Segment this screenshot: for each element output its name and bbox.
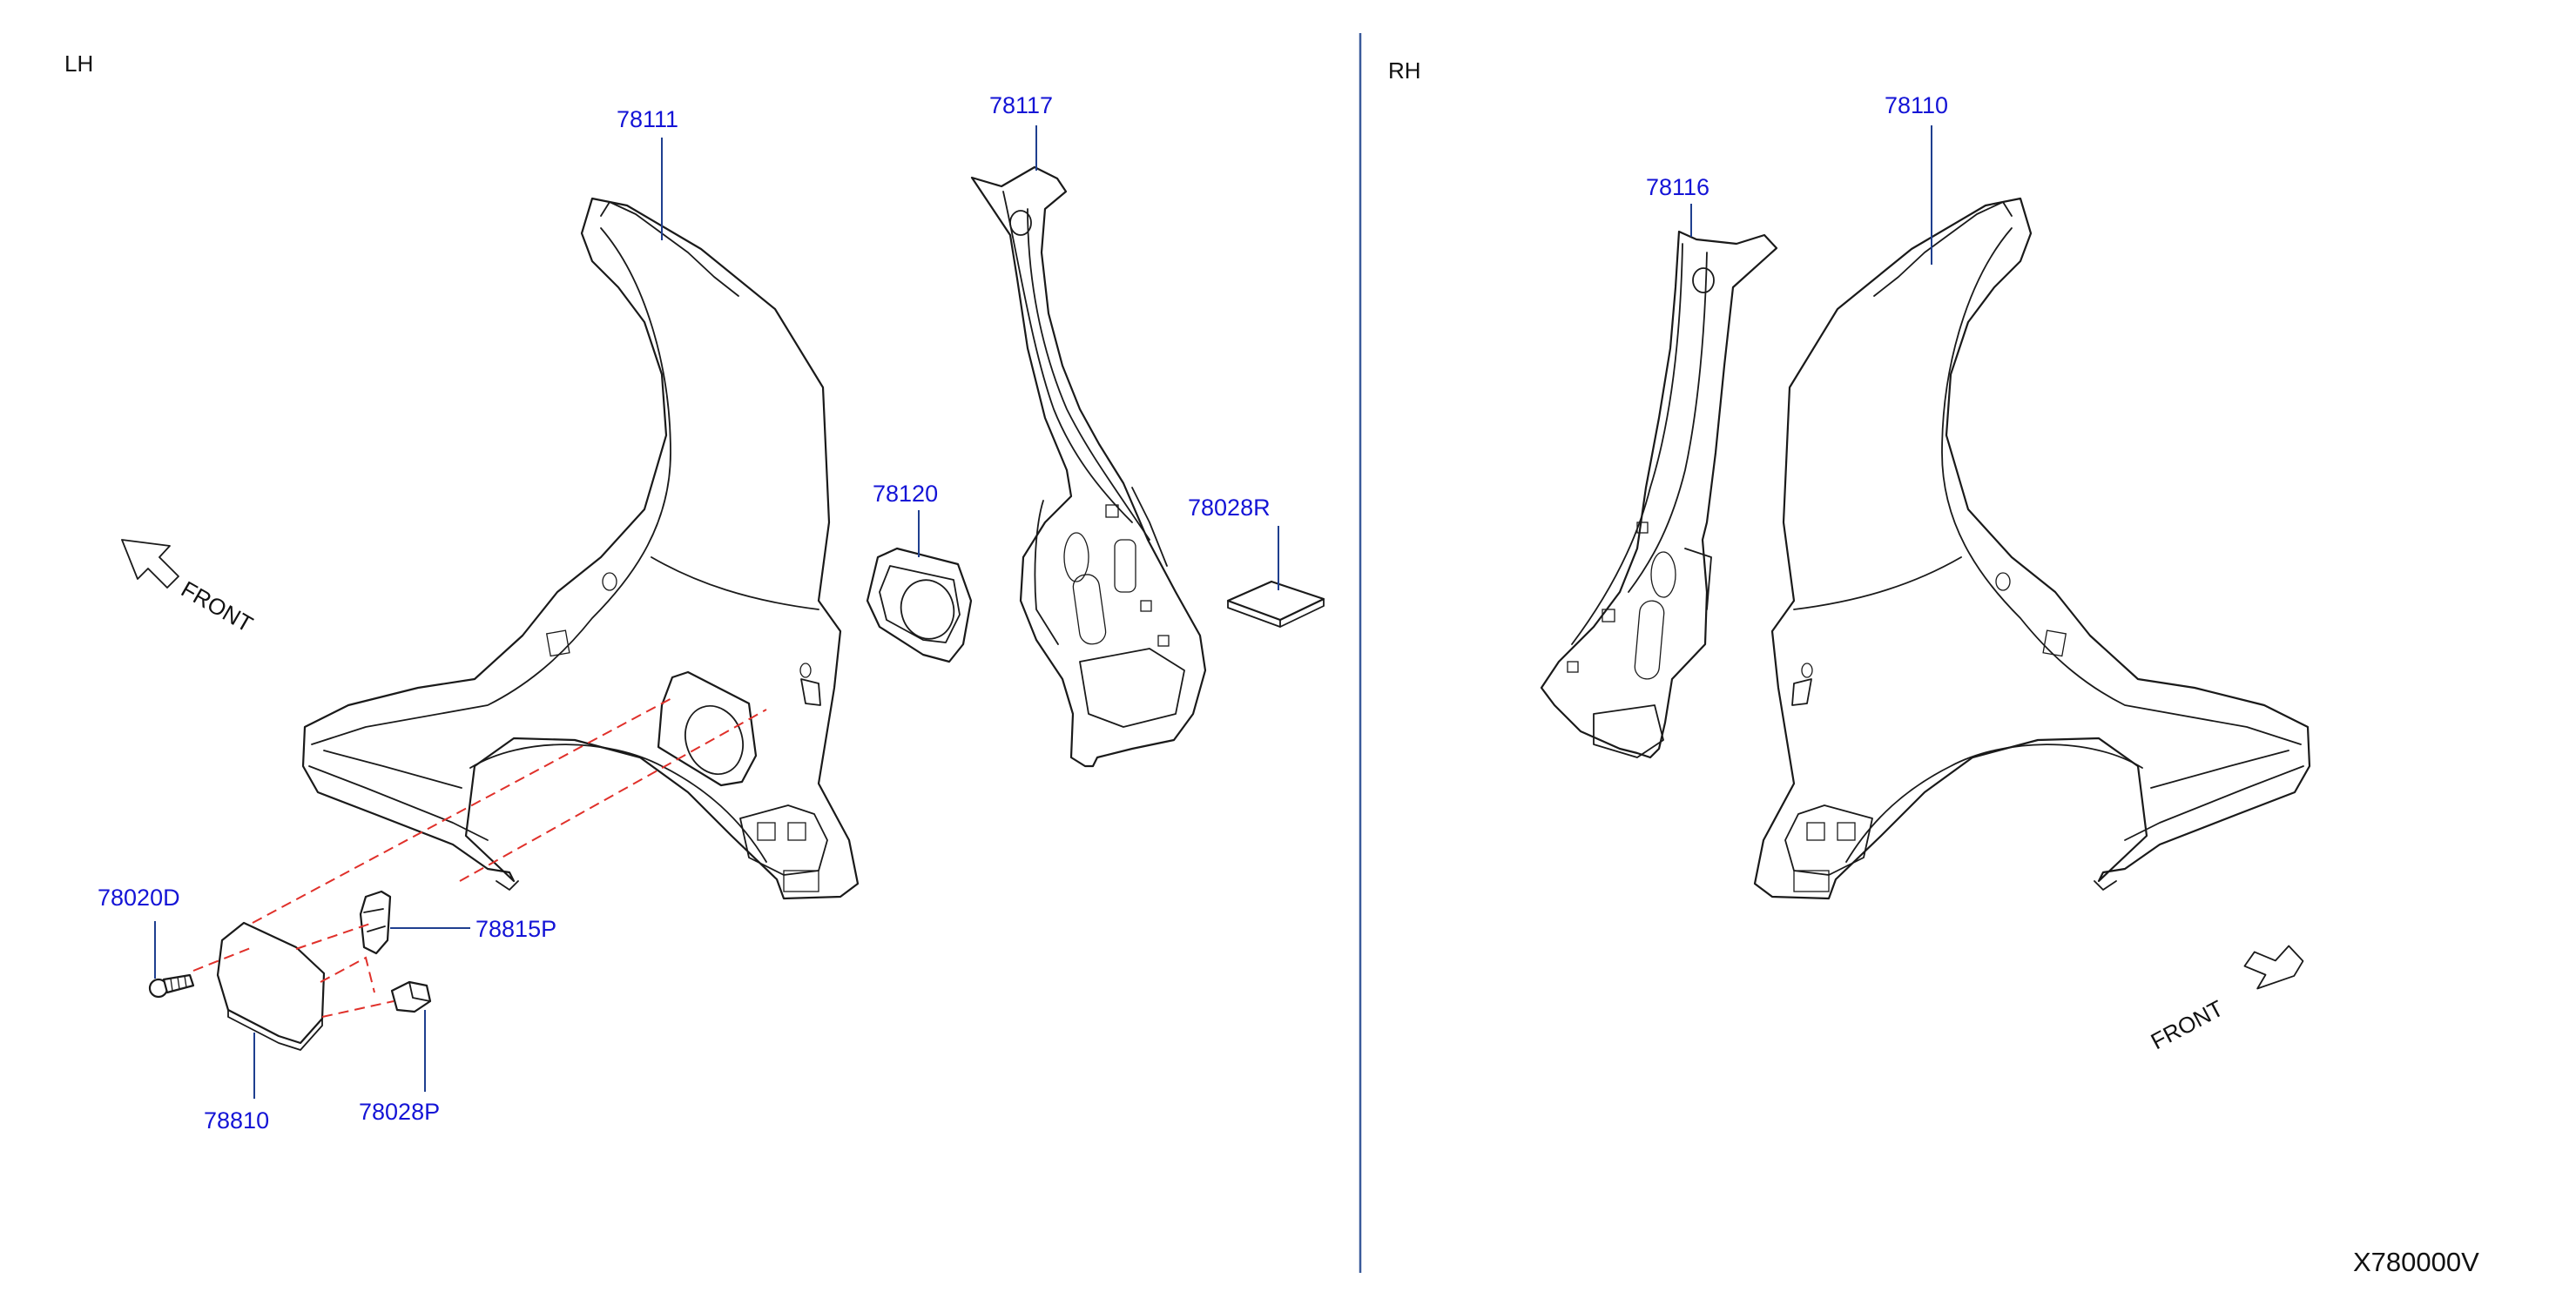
lh-inner-pillar[interactable] xyxy=(970,165,1207,768)
callout-78028p[interactable]: 78028P xyxy=(359,1099,440,1125)
adhesive-pad[interactable] xyxy=(1226,580,1325,628)
lh-rear-fender[interactable] xyxy=(301,197,860,900)
fuel-lid[interactable] xyxy=(216,921,326,1051)
callout-78028r[interactable]: 78028R xyxy=(1188,495,1271,521)
bumper-stop[interactable] xyxy=(390,980,432,1013)
front-label-right: FRONT xyxy=(2147,995,2228,1055)
lh-label: LH xyxy=(64,50,93,77)
callout-78810[interactable]: 78810 xyxy=(204,1107,269,1134)
callouts: 78111 78117 78120 78028R 78020D 78815P 7… xyxy=(98,92,1948,1134)
front-label-left: FRONT xyxy=(177,575,258,637)
rh-label: RH xyxy=(1388,57,1421,84)
callout-78020d[interactable]: 78020D xyxy=(98,885,180,911)
callout-78116[interactable]: 78116 xyxy=(1646,174,1709,200)
screw[interactable] xyxy=(148,973,195,999)
lid-actuator[interactable] xyxy=(359,890,392,955)
callout-78815p[interactable]: 78815P xyxy=(475,916,556,942)
front-arrow-right: FRONT xyxy=(2147,945,2304,1055)
diagram-code: X780000V xyxy=(2353,1247,2479,1277)
callout-78110[interactable]: 78110 xyxy=(1885,92,1948,118)
rh-rear-fender[interactable] xyxy=(1753,197,2311,900)
front-arrow-left: FRONT xyxy=(121,539,258,637)
callout-78120[interactable]: 78120 xyxy=(873,481,938,507)
rh-inner-pillar[interactable] xyxy=(1540,230,1778,759)
callout-78111[interactable]: 78111 xyxy=(617,106,678,132)
fuel-filler-base[interactable] xyxy=(866,547,973,663)
fitment-lines xyxy=(192,696,767,1018)
callout-78117[interactable]: 78117 xyxy=(989,92,1053,118)
